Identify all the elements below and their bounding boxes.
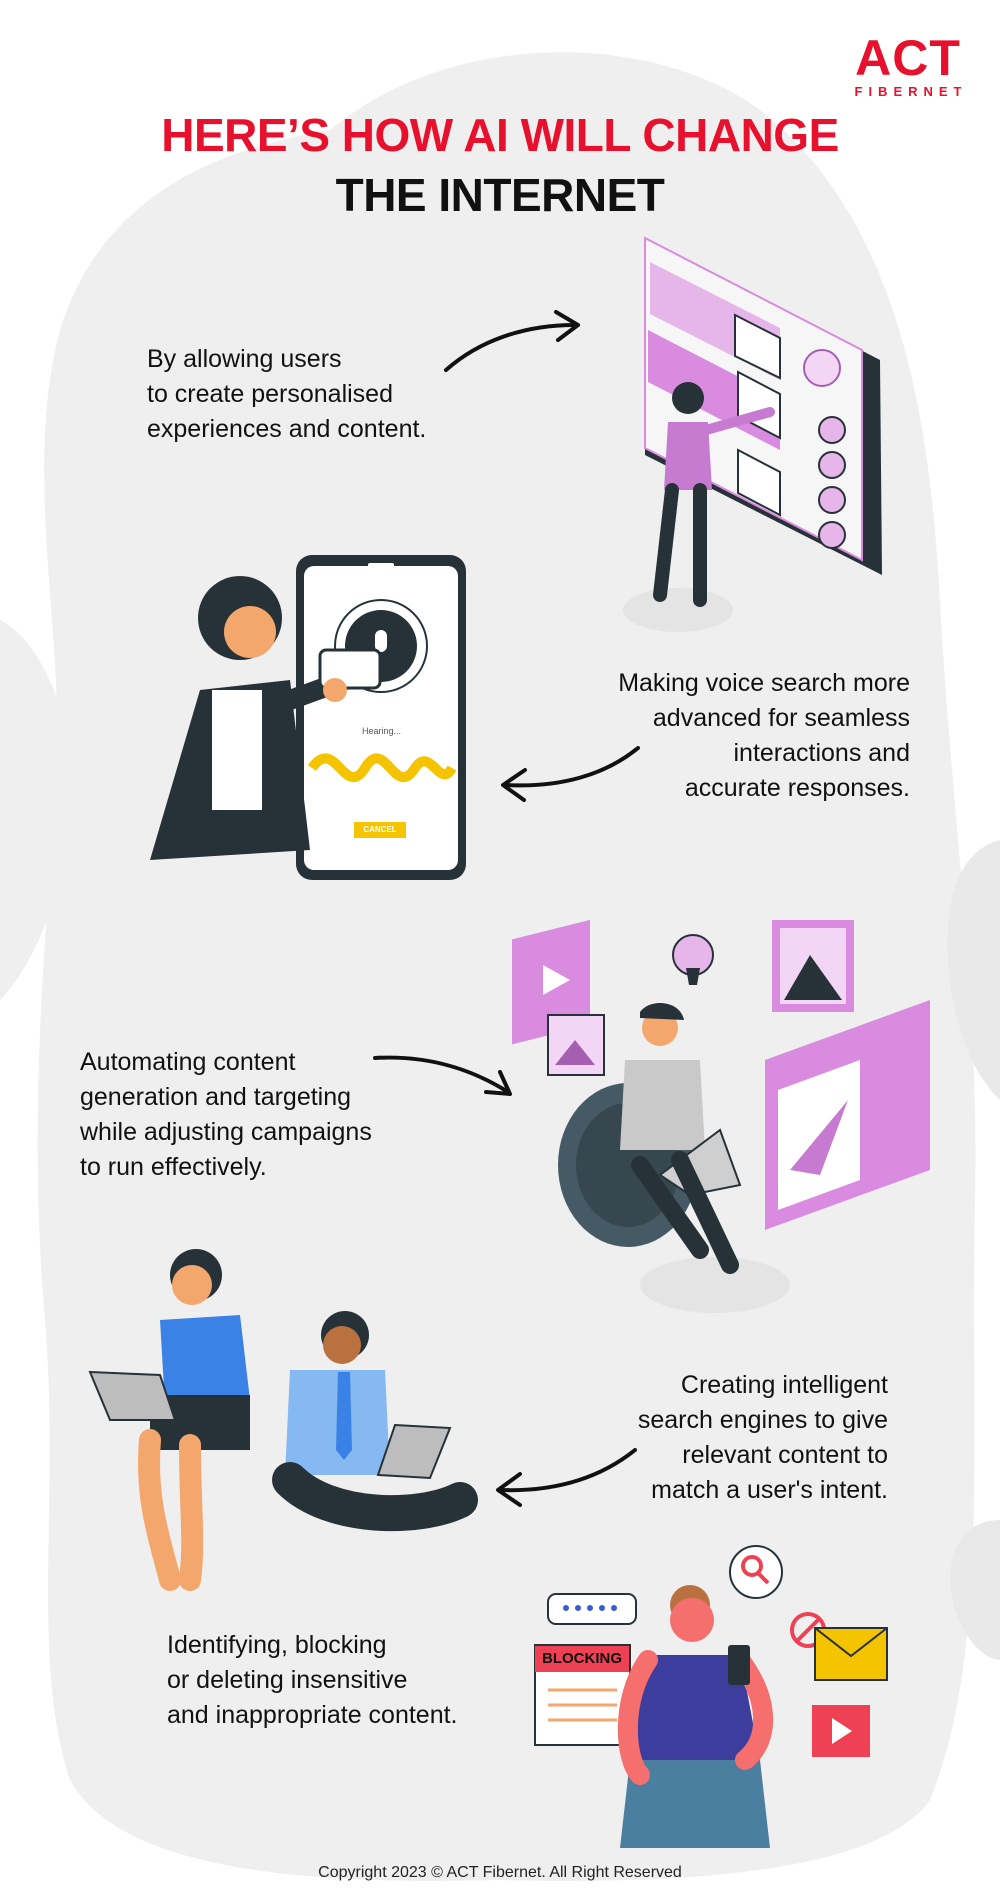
- content-automation-illustration: [512, 919, 930, 1313]
- point-text-line: Automating content: [80, 1048, 296, 1076]
- phone-status-text: Hearing...: [362, 726, 402, 736]
- phone-cancel-button: CANCEL: [354, 822, 406, 838]
- intelligent-search-illustration: [88, 1249, 478, 1591]
- page-title-line-1: HERE’S HOW AI WILL CHANGE: [161, 109, 839, 161]
- point-text-line: accurate responses.: [684, 774, 910, 802]
- arrow-icon: [444, 310, 580, 372]
- point-text-line: By allowing users: [147, 345, 342, 373]
- point-text-line: generation and targeting: [80, 1083, 352, 1111]
- blocking-label: BLOCKING: [535, 1646, 629, 1672]
- point-text-line: or deleting insensitive: [167, 1666, 408, 1694]
- point-text-line: match a user's intent.: [651, 1476, 888, 1504]
- content-blocking-illustration: [534, 1545, 888, 1848]
- point-text-line: Identifying, blocking: [167, 1631, 387, 1659]
- point-content-automation: Automating content generation and target…: [80, 1045, 372, 1185]
- point-personalised: By allowing users to create personalised…: [147, 342, 426, 447]
- point-text-line: interactions and: [733, 739, 910, 767]
- logo-subtitle: FIBERNET: [854, 84, 968, 99]
- logo-wordmark: ACT: [855, 30, 961, 86]
- arrow-icon: [501, 746, 640, 802]
- point-content-blocking: Identifying, blocking or deleting insens…: [167, 1628, 458, 1733]
- point-text-line: to run effectively.: [80, 1153, 267, 1181]
- personalised-web-illustration: [623, 236, 882, 632]
- brand-logo: ACT FIBERNET: [848, 30, 968, 99]
- voice-search-illustration: [150, 555, 466, 880]
- point-text-line: experiences and content.: [147, 415, 427, 443]
- arrow-icon: [373, 1055, 512, 1096]
- point-voice-search: Making voice search more advanced for se…: [618, 666, 910, 806]
- point-text-line: and inappropriate content.: [167, 1701, 458, 1729]
- arrow-icon: [496, 1448, 637, 1507]
- point-text-line: Making voice search more: [618, 669, 910, 697]
- point-intelligent-search: Creating intelligent search engines to g…: [638, 1368, 888, 1508]
- point-text-line: advanced for seamless: [652, 704, 910, 732]
- page-title-line-2: THE INTERNET: [335, 169, 665, 221]
- point-text-line: search engines to give: [637, 1406, 888, 1434]
- point-text-line: relevant content to: [682, 1441, 888, 1469]
- copyright-footer: Copyright 2023 © ACT Fibernet. All Right…: [318, 1864, 682, 1881]
- point-text-line: to create personalised: [147, 380, 393, 408]
- point-text-line: while adjusting campaigns: [80, 1118, 372, 1146]
- point-text-line: Creating intelligent: [680, 1371, 888, 1399]
